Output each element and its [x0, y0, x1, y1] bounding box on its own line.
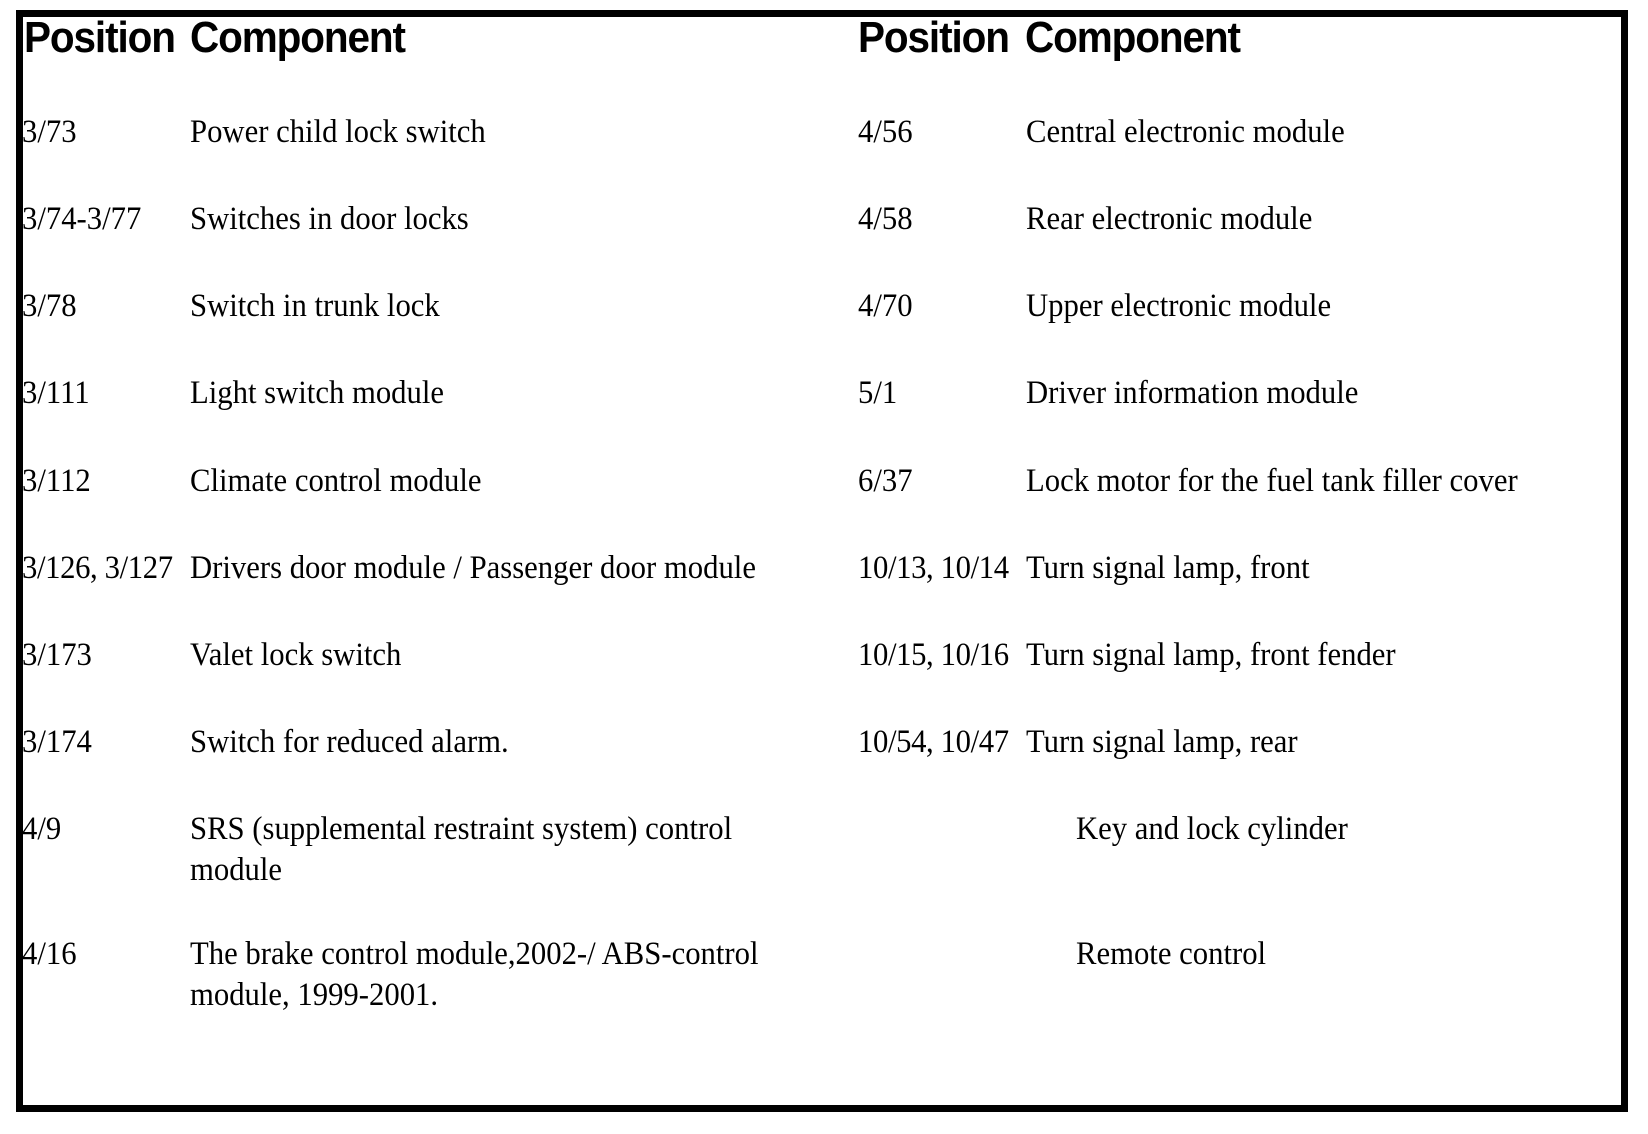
right-header-component: Component [1025, 13, 1241, 62]
table-row-component: The brake control module,2002-/ ABS-cont… [190, 936, 759, 1013]
table-row-component: Switch for reduced alarm. [190, 724, 509, 760]
table-row-component: SRS (supplemental restraint system) cont… [190, 811, 733, 888]
table-row-position: 3/73 [22, 114, 77, 150]
table-row-position: 6/37 [858, 463, 913, 499]
table-row-component: Central electronic module [1026, 114, 1345, 150]
table-row-component: Climate control module [190, 463, 482, 499]
table-row-component: Turn signal lamp, rear [1026, 724, 1298, 760]
table-row-component: Remote control [1076, 936, 1267, 972]
table-row-position: 5/1 [858, 375, 898, 411]
table-row-position: 4/9 [22, 811, 62, 847]
table-row-component: Valet lock switch [190, 637, 402, 673]
table-row-position: 4/56 [858, 114, 913, 150]
table-row-component: Turn signal lamp, front fender [1026, 637, 1396, 673]
table-row-position: 3/78 [22, 288, 77, 324]
table-row-component: Switch in trunk lock [190, 288, 440, 324]
table-row-component: Rear electronic module [1026, 201, 1313, 237]
table-row-position: 3/174 [22, 724, 92, 760]
table-row-position: 4/58 [858, 201, 913, 237]
table-row-position: 3/112 [22, 463, 91, 499]
table-row-component: Upper electronic module [1026, 288, 1332, 324]
table-row-component: Key and lock cylinder [1076, 811, 1348, 847]
left-header-component: Component [190, 13, 406, 62]
table-row-position: 10/13, 10/14 [858, 550, 1009, 586]
table-row-component: Light switch module [190, 375, 445, 411]
table-row-position: 3/111 [22, 375, 90, 411]
left-header-position: Position [24, 13, 176, 62]
right-header-position: Position [858, 13, 1010, 62]
table-row-component: Switches in door locks [190, 201, 469, 237]
table-row-position: 4/70 [858, 288, 913, 324]
table-row-position: 3/126, 3/127 [22, 550, 173, 586]
table-row-position: 10/15, 10/16 [858, 637, 1009, 673]
table-row-component: Lock motor for the fuel tank filler cove… [1026, 463, 1518, 499]
table-row-component: Turn signal lamp, front [1026, 550, 1310, 586]
table-row-position: 3/173 [22, 637, 92, 673]
table-row-component: Drivers door module / Passenger door mod… [190, 550, 756, 586]
table-row-position: 4/16 [22, 936, 77, 972]
table-row-component: Driver information module [1026, 375, 1359, 411]
table-row-component: Power child lock switch [190, 114, 486, 150]
table-row-position: 3/74-3/77 [22, 201, 142, 237]
table-outer-border [16, 10, 1628, 1112]
table-row-position: 10/54, 10/47 [858, 724, 1009, 760]
